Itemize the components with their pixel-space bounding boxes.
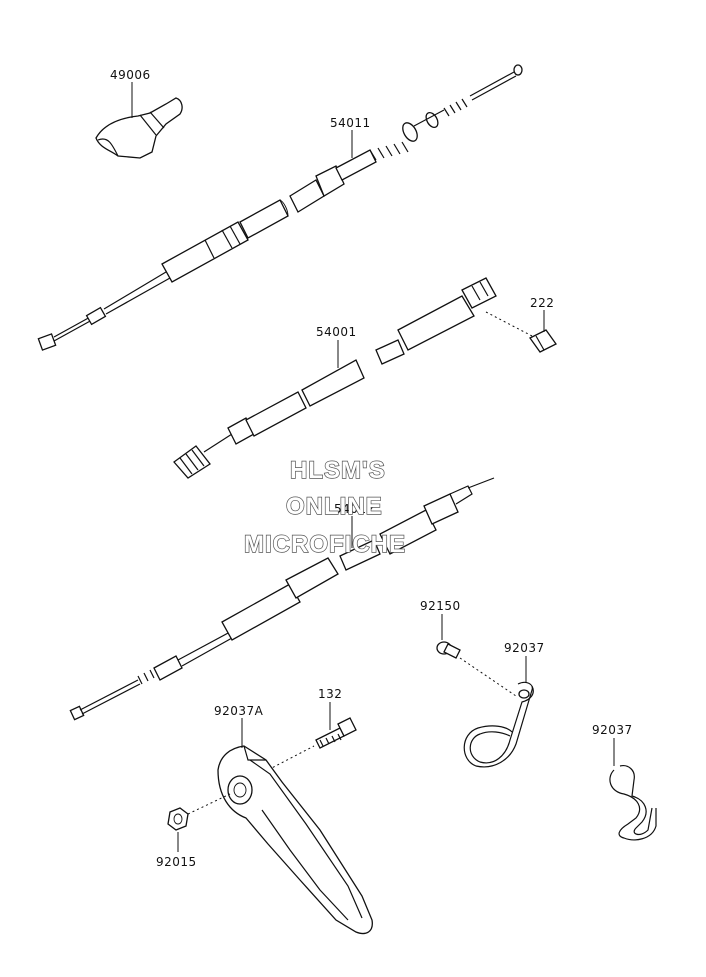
dash-222 xyxy=(485,311,533,337)
label-49006: 49006 xyxy=(110,68,151,82)
watermark-line-3: MICROFICHE xyxy=(244,531,406,558)
label-54001: 54001 xyxy=(316,325,357,339)
part-92015-nut[interactable] xyxy=(167,807,189,831)
label-222: 222 xyxy=(530,296,554,310)
part-132-bolt[interactable] xyxy=(315,717,357,749)
label-132: 132 xyxy=(318,687,342,701)
label-92037-b: 92037 xyxy=(592,723,633,737)
part-49006-boot[interactable] xyxy=(95,97,183,159)
part-92037-clip-b[interactable] xyxy=(609,765,657,841)
label-54011: 54011 xyxy=(330,116,371,130)
part-92037A-bracket[interactable] xyxy=(217,745,373,935)
label-92015: 92015 xyxy=(156,855,197,869)
part-222-bolt[interactable] xyxy=(529,329,557,353)
label-92150: 92150 xyxy=(420,599,461,613)
part-54001-cable[interactable] xyxy=(173,277,497,479)
part-92150-bolt[interactable] xyxy=(436,641,461,659)
label-92037-a: 92037 xyxy=(504,641,545,655)
part-54011-cable[interactable] xyxy=(37,64,523,351)
label-92037A: 92037A xyxy=(214,704,264,718)
label-54012: 54012 xyxy=(334,502,375,516)
dash-132 xyxy=(263,745,315,773)
watermark-line-2: ONLINE xyxy=(286,493,383,520)
part-54012-cable[interactable] xyxy=(69,477,495,721)
dash-92150 xyxy=(459,657,517,697)
part-92037-clamp-a[interactable] xyxy=(463,681,534,768)
watermark-line-1: HLSM'S xyxy=(290,457,386,484)
